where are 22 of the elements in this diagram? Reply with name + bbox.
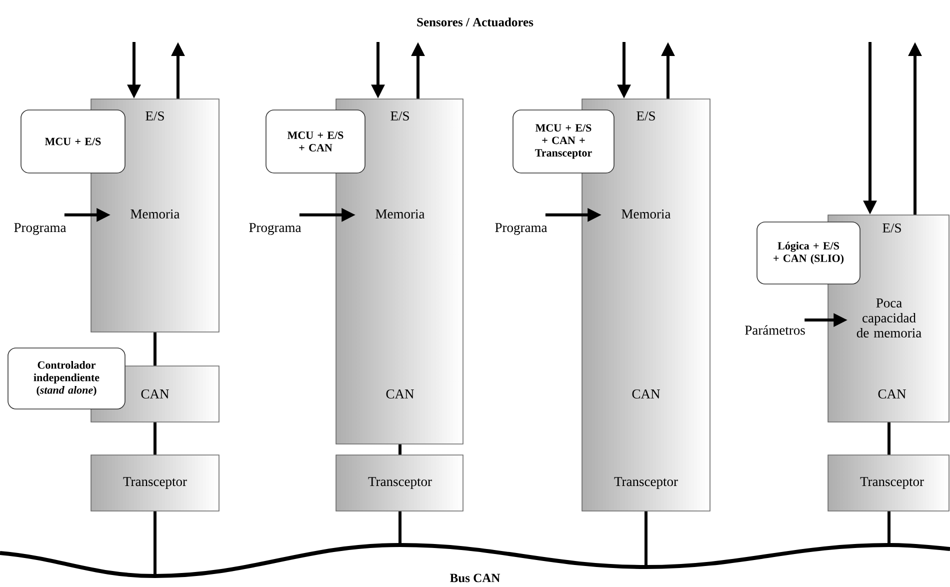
connector-line: [398, 444, 402, 455]
input-label: Programa: [249, 223, 302, 235]
connector-line: [888, 422, 890, 455]
title: Sensores / Actuadores: [417, 18, 534, 26]
connector-line: [154, 511, 156, 576]
input-label: Programa: [14, 223, 66, 235]
callout-box: Lógica + E/S + CAN (SLIO): [756, 222, 860, 284]
connector-line: [398, 511, 402, 545]
bus-label: Bus CAN: [450, 574, 500, 582]
input-label: Parámetros: [745, 325, 805, 335]
connector-line: [644, 511, 648, 567]
connector-line: [154, 332, 156, 366]
module-block: Transceptor: [336, 454, 464, 512]
connector-line: [888, 511, 890, 545]
input-label: Programa: [495, 223, 548, 235]
callout-box: MCU + E/S + CAN: [266, 110, 366, 174]
connector-line: [154, 422, 156, 455]
callout-box: MCU + E/S + CAN + Transceptor: [512, 110, 614, 174]
module-block: Transceptor: [828, 454, 950, 512]
callout-box: MCU + E/S: [20, 110, 126, 174]
module-block: Transceptor: [90, 454, 220, 512]
callout-box: Controlador independiente (stand alone): [8, 348, 126, 410]
